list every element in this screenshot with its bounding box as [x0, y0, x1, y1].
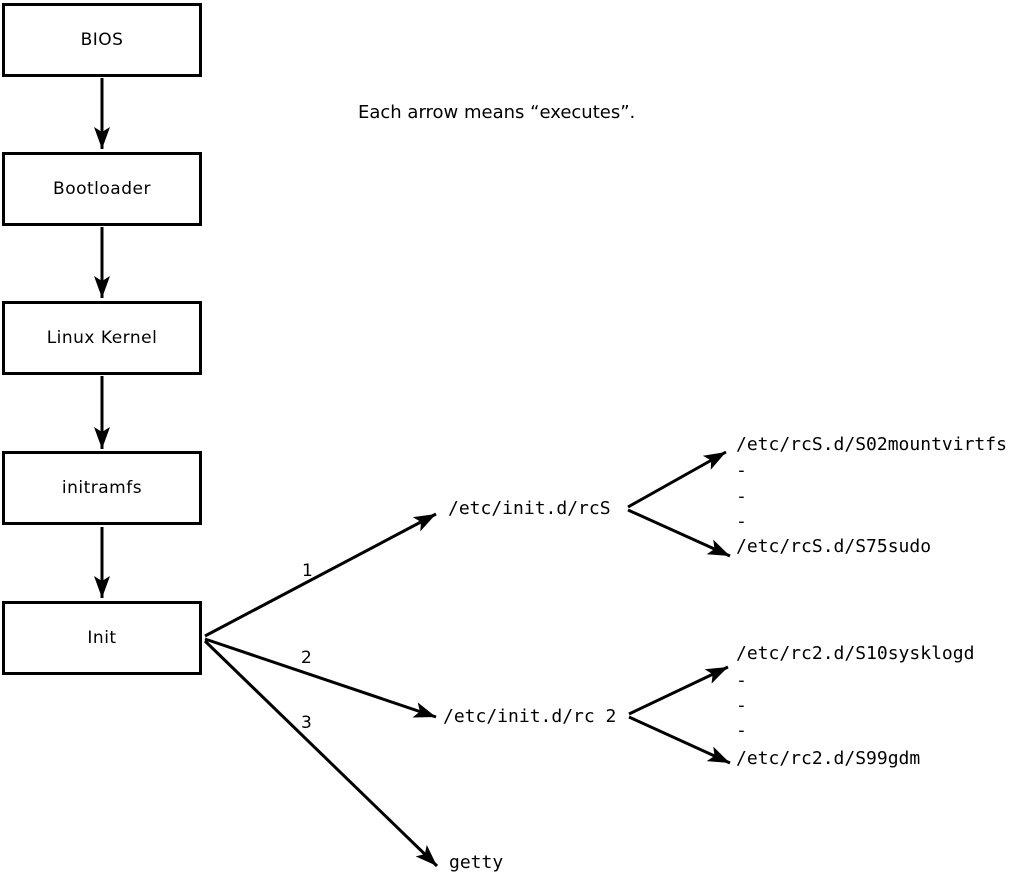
leaf-rc2-s10sysklogd: /etc/rc2.d/S10sysklogd	[736, 643, 975, 664]
box-initramfs: initramfs	[2, 451, 202, 525]
box-initramfs-label: initramfs	[61, 478, 143, 498]
leaf-rcS-s75sudo: /etc/rcS.d/S75sudo	[736, 536, 932, 557]
box-bootloader-label: Bootloader	[53, 179, 151, 199]
branch-2-number: 2	[301, 648, 312, 668]
node-getty: getty	[449, 852, 504, 873]
box-bios: BIOS	[2, 3, 202, 77]
leaf-rc2-ellipsis-dash: -	[736, 695, 747, 716]
arrow-init-to-rc2	[204, 637, 437, 719]
box-bios-label: BIOS	[80, 30, 124, 50]
arrow-init-to-getty	[203, 639, 439, 868]
leaf-rc2-ellipsis-dash: -	[736, 670, 747, 691]
branch-3-number: 3	[301, 713, 312, 733]
box-init: Init	[2, 601, 202, 675]
box-init-label: Init	[87, 628, 117, 648]
arrow-init-to-rcS	[204, 512, 437, 638]
branch-1-number: 1	[302, 561, 313, 581]
arrow-rcS-to-s02mountvirtfs	[627, 450, 727, 509]
node-etc-init-d-rc2: /etc/init.d/rc 2	[443, 706, 617, 727]
arrow-rc2-to-s99gdm	[628, 715, 731, 765]
box-bootloader: Bootloader	[2, 152, 202, 226]
leaf-rc2-ellipsis-dash: -	[736, 720, 747, 741]
arrow-rcS-to-s75sudo	[627, 508, 731, 558]
box-linux-kernel: Linux Kernel	[2, 301, 202, 375]
leaf-rcS-ellipsis-dash: -	[736, 486, 747, 507]
leaf-rc2-s99gdm: /etc/rc2.d/S99gdm	[736, 748, 921, 769]
box-linux-kernel-label: Linux Kernel	[46, 328, 158, 348]
node-etc-init-d-rcS: /etc/init.d/rcS	[448, 498, 611, 519]
leaf-rcS-ellipsis-dash: -	[736, 460, 747, 481]
leaf-rcS-s02mountvirtfs: /etc/rcS.d/S02mountvirtfs	[736, 434, 1007, 455]
leaf-rcS-ellipsis-dash: -	[736, 511, 747, 532]
arrow-rc2-to-s10sysklogd	[628, 665, 729, 716]
caption: Each arrow means “executes”.	[358, 102, 636, 123]
